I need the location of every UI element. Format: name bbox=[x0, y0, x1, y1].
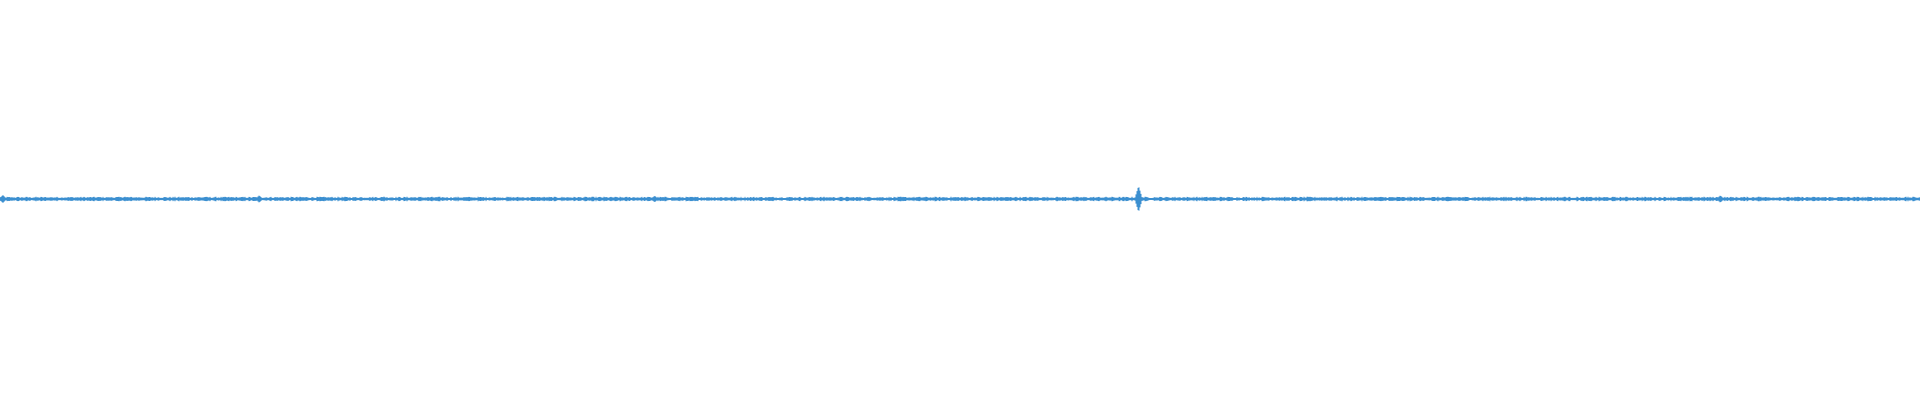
waveform-trace bbox=[0, 187, 1920, 211]
